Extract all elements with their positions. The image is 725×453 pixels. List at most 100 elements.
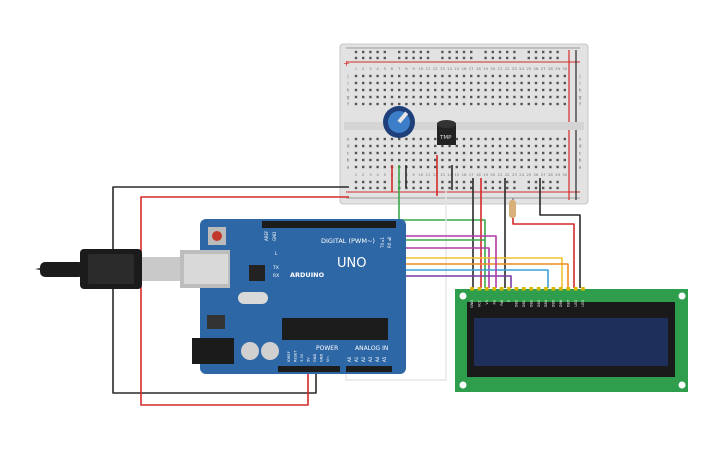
- column-label: 18: [476, 172, 481, 177]
- row-label: j: [578, 74, 580, 80]
- analog-label: ANALOG IN: [355, 345, 388, 352]
- column-label: 29: [555, 66, 560, 71]
- column-label: 19: [483, 172, 488, 177]
- lcd-pin-label: V0: [485, 300, 489, 304]
- lcd-pin[interactable]: [470, 287, 474, 291]
- lcd-pin[interactable]: [522, 287, 526, 291]
- lcd-pin[interactable]: [536, 287, 541, 291]
- column-label: 1: [355, 66, 358, 71]
- row-label: i: [347, 81, 348, 87]
- power-pin-label: RESET: [294, 350, 298, 362]
- column-label: 11: [426, 172, 431, 177]
- lcd-pin[interactable]: [566, 287, 570, 291]
- row-label: a: [347, 166, 350, 171]
- column-label: 3: [369, 66, 372, 71]
- column-label: 26: [534, 66, 539, 71]
- lcd-pin[interactable]: [477, 287, 482, 291]
- lcd-pin[interactable]: [492, 287, 496, 291]
- temperature-sensor[interactable]: TMP: [437, 120, 456, 145]
- column-label: 15: [454, 172, 459, 177]
- column-label: 8: [405, 66, 408, 71]
- row-label: h: [579, 88, 582, 94]
- column-label: 1: [355, 172, 358, 177]
- analog-pin-label: A2: [361, 356, 366, 362]
- lcd-pin-label: E: [507, 300, 511, 302]
- column-label: 12: [433, 66, 438, 71]
- column-label: 25: [526, 172, 531, 177]
- row-label: c: [579, 152, 582, 157]
- column-label: 20: [490, 172, 495, 177]
- column-label: 4: [376, 172, 379, 177]
- lcd-pin[interactable]: [544, 287, 548, 291]
- lcd-pin[interactable]: [559, 287, 563, 291]
- potentiometer[interactable]: [383, 106, 415, 138]
- column-label: 22: [505, 66, 510, 71]
- sensor-label: TMP: [439, 135, 452, 141]
- column-label: 4: [376, 66, 379, 71]
- column-label: 21: [498, 66, 503, 71]
- lcd-pin-label: DB0: [515, 300, 519, 307]
- lcd-screen: [474, 318, 668, 366]
- analog-pin-label: A3: [368, 356, 373, 362]
- lcd-pin[interactable]: [551, 287, 556, 291]
- column-label: 6: [391, 66, 394, 71]
- arduino-uno[interactable]: DIGITAL (PWM~) ARDUINO UNO POWER ANALOG …: [35, 219, 406, 374]
- row-label: g: [579, 96, 582, 101]
- lcd-pin-label: DB4: [544, 300, 548, 307]
- column-label: 13: [440, 66, 445, 71]
- column-label: 28: [548, 66, 553, 71]
- lcd-pin[interactable]: [573, 287, 578, 291]
- model-label: UNO: [337, 256, 366, 271]
- column-label: 5: [384, 66, 387, 71]
- row-label: j: [346, 74, 348, 80]
- column-label: 20: [490, 66, 495, 71]
- digital-label: DIGITAL (PWM~): [321, 237, 375, 245]
- column-label: 23: [512, 172, 517, 177]
- column-label: 15: [454, 66, 459, 71]
- breadboard-holes: [354, 50, 566, 190]
- row-label: f: [347, 102, 349, 108]
- row-label: f: [579, 102, 581, 108]
- breadboard[interactable]: + - 112233445566778899101011111212131314…: [339, 43, 589, 205]
- lcd-pin-label: DB1: [522, 300, 526, 307]
- row-label: c: [347, 152, 350, 157]
- wire-5v-red: [140, 196, 349, 406]
- column-label: 14: [447, 66, 452, 71]
- row-label: d: [347, 144, 350, 150]
- column-label: 25: [526, 66, 531, 71]
- lcd-pin[interactable]: [507, 287, 511, 291]
- column-label: 28: [548, 172, 553, 177]
- row-label: e: [347, 138, 350, 143]
- column-label: 18: [476, 66, 481, 71]
- lcd-pin[interactable]: [499, 287, 504, 291]
- power-label: POWER: [316, 345, 338, 352]
- aref-label: AREF: [264, 230, 269, 241]
- column-label: 13: [440, 172, 445, 177]
- rx-led-label: RX: [273, 273, 279, 279]
- power-pin-label: GND: [313, 354, 317, 362]
- power-pin-label: Vin: [326, 356, 330, 362]
- lcd-pin[interactable]: [514, 287, 519, 291]
- lcd-pin-label: DB7: [566, 300, 570, 307]
- lcd-pin[interactable]: [485, 287, 489, 291]
- l-led-label: L: [275, 251, 278, 257]
- column-label: 21: [498, 172, 503, 177]
- column-label: 9: [412, 66, 415, 71]
- wire-gnd-black: [112, 186, 349, 394]
- lcd-pin[interactable]: [581, 287, 585, 291]
- column-label: 12: [433, 172, 438, 177]
- lcd-pin-label: DB2: [529, 300, 533, 307]
- power-pin-label: 5V: [307, 357, 311, 362]
- row-label: b: [347, 158, 350, 164]
- column-label: 7: [398, 66, 401, 71]
- rail-plus-top: +: [343, 59, 350, 68]
- lcd-pin-label: RW: [500, 299, 504, 305]
- brand-label: ARDUINO: [290, 271, 325, 279]
- column-label: 2: [362, 172, 365, 177]
- lcd-pin[interactable]: [529, 287, 533, 291]
